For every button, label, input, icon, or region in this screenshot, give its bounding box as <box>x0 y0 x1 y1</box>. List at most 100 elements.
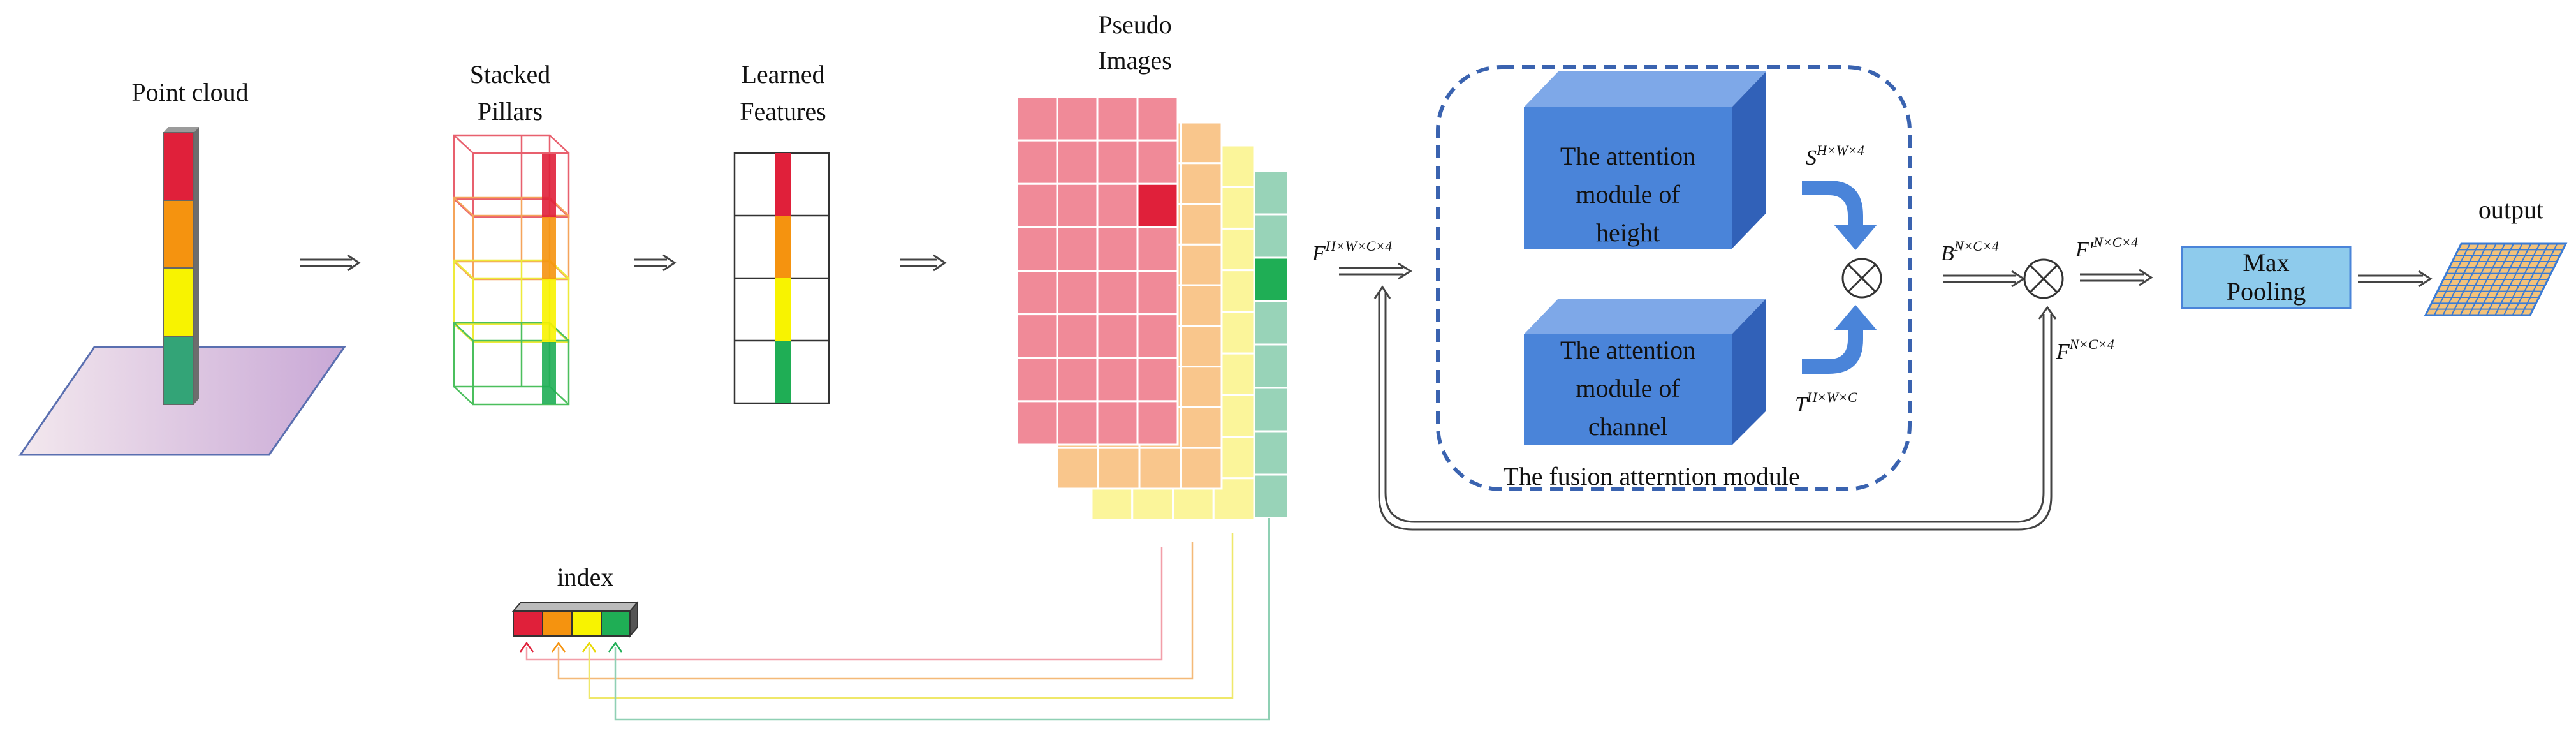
index-label: index <box>557 563 614 591</box>
pseudo-image-cell <box>1180 406 1223 449</box>
pseudo-image-cell <box>1056 447 1099 490</box>
pseudo-image-cell <box>1056 270 1099 316</box>
output-grid-line <box>2521 243 2558 316</box>
pseudo-image-cell <box>1136 226 1179 272</box>
pseudo-image-cell <box>1180 447 1223 490</box>
pseudo-image-cell <box>1016 313 1058 359</box>
pseudo-image-cell <box>1136 400 1179 446</box>
pseudo-image-cell <box>1056 357 1099 403</box>
fusion-attention-module: The fusion atterntion module The attenti… <box>1436 65 1912 491</box>
b-label: BN×C×4 <box>1941 238 1999 265</box>
output: output <box>2424 195 2568 316</box>
learned-features-label-line2: Features <box>740 97 826 126</box>
arrow-2 <box>634 254 677 272</box>
pseudo-images-label-line1: Pseudo <box>1098 10 1172 39</box>
pseudo-image-cell <box>1056 400 1099 446</box>
pseudo-image-cell <box>1056 139 1099 185</box>
pseudo-image-cell <box>1056 182 1099 228</box>
learned-features-label-line1: Learned <box>741 60 824 89</box>
f-input-label: FH×W×C×4 <box>1312 238 1392 265</box>
point-column <box>163 127 199 405</box>
point-cloud-label: Point cloud <box>131 78 248 107</box>
pseudo-image-cell <box>1136 139 1179 185</box>
pseudo-image-cell <box>1096 313 1139 359</box>
arrow-out <box>2358 270 2433 288</box>
multiply-operator-inner <box>1841 258 1882 299</box>
pseudo-image-cell <box>1097 447 1141 490</box>
f-prime-label: F'N×C×4 <box>2075 234 2138 262</box>
pseudo-image-cell <box>1096 182 1139 228</box>
learned-features: Learned Features <box>733 60 830 404</box>
svg-text:Pooling: Pooling <box>2227 277 2306 306</box>
arrow-b <box>1943 270 2026 288</box>
point-cloud: Point cloud <box>18 78 346 456</box>
svg-text:BN×C×4: BN×C×4 <box>1941 238 1999 265</box>
pseudo-images-label-line2: Images <box>1098 46 1172 75</box>
pseudo-image-cell <box>1180 121 1223 165</box>
pseudo-image-cell <box>1096 270 1139 316</box>
height-attention-module: The attention module of height <box>1524 71 1766 249</box>
pseudo-image-cell <box>1056 96 1099 142</box>
pseudo-image-cell <box>1016 226 1058 272</box>
pseudo-image-cell <box>1138 447 1182 490</box>
pseudo-image-cell <box>1136 357 1179 403</box>
curved-arrow-up <box>1802 305 1877 374</box>
pseudo-image-cell <box>1096 357 1139 403</box>
index-links <box>519 518 1270 721</box>
stacked-pillars-label-line2: Pillars <box>478 97 543 126</box>
pseudo-image-cell <box>1056 313 1099 359</box>
arrow-f-prime <box>2080 269 2153 286</box>
index-block: index <box>511 563 640 638</box>
pseudo-image-cell <box>1016 270 1058 316</box>
pseudo-image-cell <box>1136 96 1179 142</box>
pseudo-image-cell <box>1180 162 1223 205</box>
pseudo-image-cell <box>1096 139 1139 185</box>
pseudo-image-cell <box>1096 400 1139 446</box>
curved-arrow-down <box>1802 181 1877 250</box>
pseudo-image-cell <box>1180 284 1223 327</box>
pseudo-image-layer <box>1016 96 1179 446</box>
pseudo-image-cell <box>1136 270 1179 316</box>
output-label: output <box>2478 195 2543 224</box>
pseudo-image-cell <box>1016 182 1058 228</box>
pseudo-image-cell <box>1016 139 1058 185</box>
svg-text:F'N×C×4: F'N×C×4 <box>2075 234 2138 262</box>
arrow-1 <box>300 254 361 272</box>
pseudo-image-cell <box>1056 226 1099 272</box>
multiply-operator-outer <box>2023 258 2064 299</box>
stacked-pillars-label-line1: Stacked <box>470 60 551 89</box>
pseudo-image-cell <box>1180 366 1223 408</box>
arrow-f-in <box>1339 262 1412 280</box>
pseudo-image-cell <box>1136 313 1179 359</box>
svg-text:module of: module of <box>1576 180 1680 209</box>
svg-text:The attention: The attention <box>1560 336 1695 364</box>
svg-text:module of: module of <box>1576 374 1680 403</box>
pseudo-image-layers <box>1016 96 1289 521</box>
svg-text:TH×W×C: TH×W×C <box>1795 389 1857 417</box>
pseudo-image-cell <box>1016 357 1058 403</box>
svg-text:FH×W×C×4: FH×W×C×4 <box>1312 238 1392 265</box>
arrow-3 <box>900 254 947 272</box>
t-label: TH×W×C <box>1795 389 1857 417</box>
pseudo-image-cell <box>1016 96 1058 142</box>
svg-text:FN×C×4: FN×C×4 <box>2056 336 2114 364</box>
f-skip-label: FN×C×4 <box>2056 336 2114 364</box>
stacked-pillars: Stacked Pillars <box>453 60 570 406</box>
pseudo-image-cell <box>1096 226 1139 272</box>
pseudo-images: Pseudo Images <box>1016 10 1289 521</box>
pseudo-image-cell <box>1096 96 1139 142</box>
channel-attention-module: The attention module of channel <box>1524 299 1766 445</box>
max-pooling-box: Max Pooling <box>2181 246 2352 309</box>
svg-text:height: height <box>1596 218 1660 247</box>
pseudo-image-cell <box>1180 203 1223 246</box>
svg-text:channel: channel <box>1588 412 1667 441</box>
s-label: SH×W×4 <box>1806 142 1864 170</box>
pseudo-image-cell <box>1136 182 1179 228</box>
pseudo-image-cell <box>1180 243 1223 286</box>
svg-text:Max: Max <box>2243 248 2289 277</box>
svg-text:SH×W×4: SH×W×4 <box>1806 142 1864 170</box>
svg-text:The attention: The attention <box>1560 142 1695 170</box>
pseudo-image-cell <box>1180 325 1223 368</box>
skip-connection <box>1373 285 2057 531</box>
